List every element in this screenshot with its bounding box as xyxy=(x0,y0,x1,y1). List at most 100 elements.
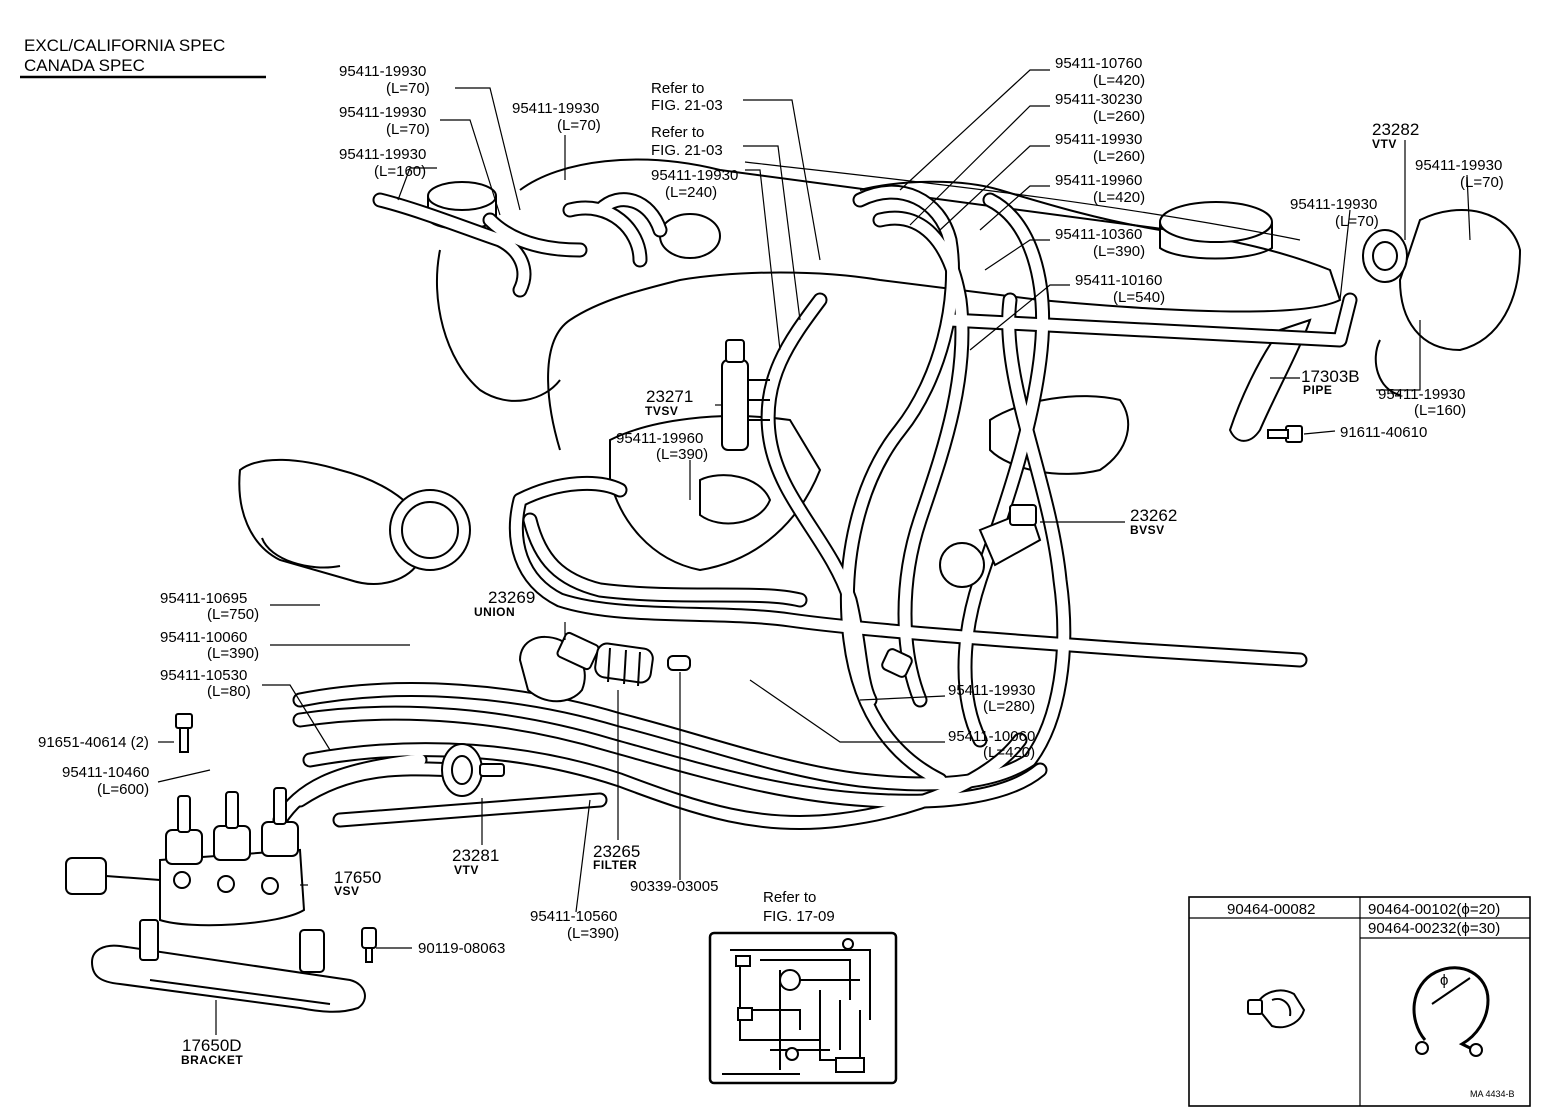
callout-spec: (L=390) xyxy=(567,925,619,942)
callout-part: 95411-19930 xyxy=(339,63,426,80)
components xyxy=(65,339,1303,1013)
callout-spec: (L=70) xyxy=(386,80,430,97)
callout-part: 23281 xyxy=(452,846,499,865)
ref-fig-line2: FIG. 21-03 xyxy=(651,142,723,159)
callout-part: 23262 xyxy=(1130,506,1177,525)
callout-part: 23271 xyxy=(646,387,693,406)
callout-part: 95411-10695 xyxy=(160,590,247,607)
callout-part: 95411-30230 xyxy=(1055,91,1142,108)
ref-fig-line1: Refer to xyxy=(763,889,816,906)
filter-23265 xyxy=(594,642,654,687)
callout-spec: (L=280) xyxy=(983,698,1035,715)
callout-spec: (L=70) xyxy=(557,117,601,134)
bolt-91611-40610 xyxy=(1267,425,1303,443)
callout-spec: (L=260) xyxy=(1093,148,1145,165)
callout-spec: UNION xyxy=(474,605,515,619)
callout-part: 95411-19930 xyxy=(1055,131,1142,148)
callout-spec: (L=390) xyxy=(1093,243,1145,260)
clamp-table-col2a: 90464-00102(ϕ=20) xyxy=(1368,901,1500,918)
callout-spec: (L=70) xyxy=(1335,213,1379,230)
clamp-table: 90464-00082 90464-00102(ϕ=20) 90464-0023… xyxy=(1188,896,1531,1107)
ref-fig-line2: FIG. 17-09 xyxy=(763,908,835,925)
callout-part: 17650 xyxy=(334,868,381,887)
callout-spec: FILTER xyxy=(593,858,637,872)
spec-header-line2: CANADA SPEC xyxy=(24,56,145,75)
callout-part: 95411-10560 xyxy=(530,908,617,925)
callout-part: 91611-40610 xyxy=(1340,424,1427,441)
callout-spec: (L=390) xyxy=(656,446,708,463)
callout-part: 95411-10460 xyxy=(62,764,149,781)
oil-filler-cap xyxy=(1159,201,1273,243)
callout-part: 95411-19930 xyxy=(948,682,1035,699)
callout-part: 95411-10360 xyxy=(1055,226,1142,243)
callout-spec: (L=600) xyxy=(97,781,149,798)
bolt-91651-40614 xyxy=(175,713,193,753)
vtv-23281 xyxy=(441,743,505,797)
callout-part: 91651-40614 (2) xyxy=(38,734,149,751)
callout-spec: (L=160) xyxy=(1414,402,1466,419)
callout-part: 95411-10060 xyxy=(160,629,247,646)
callout-spec: (L=70) xyxy=(386,121,430,138)
callout-part: 95411-19930 xyxy=(512,100,599,117)
callout-spec: VTV xyxy=(1372,137,1397,151)
callout-spec: BVSV xyxy=(1130,523,1165,537)
vacuum-canister-top xyxy=(427,181,497,211)
callout-part: 95411-10530 xyxy=(160,667,247,684)
callout-spec: (L=540) xyxy=(1113,289,1165,306)
callout-spec: (L=420) xyxy=(983,744,1035,761)
callout-part: 95411-19930 xyxy=(339,146,426,163)
clamp-table-col2b: 90464-00232(ϕ=30) xyxy=(1368,920,1500,937)
drawing-code: MA 4434-B xyxy=(1470,1089,1515,1099)
ring-clamp-90464: ϕ xyxy=(1412,966,1490,1057)
callout-part: 90119-08063 xyxy=(418,940,505,957)
inset-schematic xyxy=(708,931,898,1085)
callout-part: 23265 xyxy=(593,842,640,861)
callout-spec: (L=420) xyxy=(1093,72,1145,89)
callout-part: 17303B xyxy=(1301,367,1360,386)
callout-spec: (L=240) xyxy=(665,184,717,201)
callout-part: 95411-19930 xyxy=(1378,386,1465,403)
callout-spec: (L=260) xyxy=(1093,108,1145,125)
vacuum-port xyxy=(881,648,913,678)
callout-spec: VSV xyxy=(334,884,360,898)
callout-part: 95411-19930 xyxy=(1415,157,1502,174)
bracket-17650d xyxy=(90,944,366,1013)
callout-part: 23269 xyxy=(488,588,535,607)
phi-symbol: ϕ xyxy=(1440,972,1448,989)
vsv-connector xyxy=(65,857,107,895)
callout-part: 95411-19960 xyxy=(1055,172,1142,189)
vacuum-sensor xyxy=(659,213,721,259)
vacuum-hoses xyxy=(272,184,1358,831)
pipe-bracket-17303b xyxy=(1228,318,1312,442)
callout-part: 95411-19930 xyxy=(1290,196,1377,213)
ref-fig-line1: Refer to xyxy=(651,124,704,141)
callout-part: 23282 xyxy=(1372,120,1419,139)
callout-labels: 95411-19930 (L=70) 95411-19930 (L=70) 95… xyxy=(38,55,1504,1067)
ref-fig-line2: FIG. 21-03 xyxy=(651,97,723,114)
callout-part: 95411-10760 xyxy=(1055,55,1142,72)
callout-spec: (L=80) xyxy=(207,683,251,700)
clip-90464-00082 xyxy=(1247,989,1306,1029)
callout-part: 95411-19960 xyxy=(616,430,703,447)
hose-clip-90339 xyxy=(667,655,691,671)
ref-fig-line1: Refer to xyxy=(651,80,704,97)
tvsv-23271 xyxy=(721,339,770,451)
engine-outline xyxy=(238,158,1522,585)
callout-spec: TVSV xyxy=(645,404,678,418)
spec-header: EXCL/CALIFORNIA SPEC CANADA SPEC xyxy=(20,36,266,79)
callout-spec: VTV xyxy=(454,863,479,877)
sensor-90119-08063 xyxy=(361,927,377,963)
callout-spec: (L=750) xyxy=(207,606,259,623)
callout-spec: (L=390) xyxy=(207,645,259,662)
spec-header-line1: EXCL/CALIFORNIA SPEC xyxy=(24,36,225,55)
clamp-table-col1: 90464-00082 xyxy=(1227,901,1315,918)
callout-spec: (L=70) xyxy=(1460,174,1504,191)
callout-spec: (L=420) xyxy=(1093,189,1145,206)
vtv-23282-body xyxy=(1362,229,1408,283)
callout-spec: BRACKET xyxy=(181,1053,243,1067)
callout-part: 90339-03005 xyxy=(630,878,718,895)
callout-spec: (L=160) xyxy=(374,163,426,180)
callout-spec: PIPE xyxy=(1303,383,1332,397)
